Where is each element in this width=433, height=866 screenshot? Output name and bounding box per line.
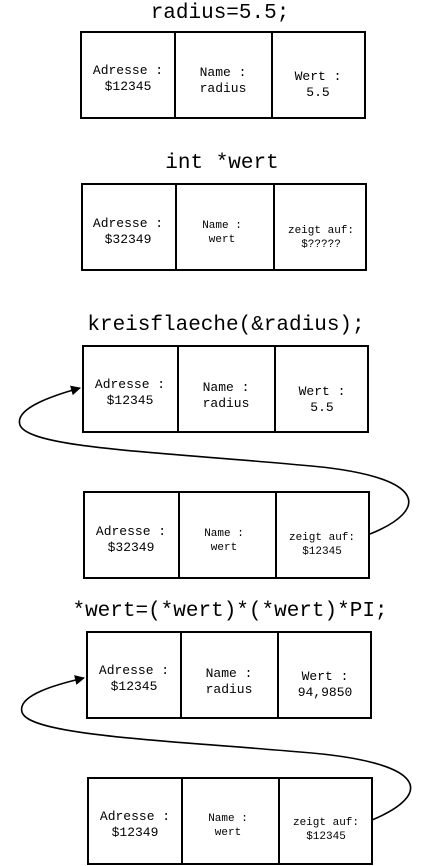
variable-box-pointer: Adresse : $12349 Name : wert zeigt auf: …	[87, 777, 373, 865]
variable-box-pointer-uninitialized: Adresse : $32349 Name : wert zeigt auf: …	[81, 183, 367, 271]
svg-text:radius: radius	[200, 81, 247, 96]
svg-text:Adresse :: Adresse :	[95, 377, 165, 392]
svg-text:Name :: Name :	[206, 666, 253, 681]
adresse-cell: Adresse : $12349	[100, 809, 170, 840]
svg-text:$12345: $12345	[111, 679, 158, 694]
heading-area-calculation: *wert=(*wert)*(*wert)*PI;	[72, 600, 387, 623]
heading-function-call: kreisflaeche(&radius);	[87, 314, 364, 337]
svg-text:$?????: $?????	[301, 239, 341, 251]
adresse-cell: Adresse : $12345	[99, 663, 169, 694]
name-cell: Name : wert	[208, 813, 248, 839]
svg-text:Adresse :: Adresse :	[96, 524, 166, 539]
variable-box-radius: Adresse : $12345 Name : radius Wert : 94…	[86, 631, 372, 719]
name-cell: Name : radius	[200, 65, 247, 96]
adresse-cell: Adresse : $32349	[93, 216, 163, 247]
adresse-cell: Adresse : $12345	[95, 377, 165, 408]
svg-text:$12345: $12345	[306, 831, 346, 843]
pointer-arrow	[21, 675, 412, 821]
svg-text:zeigt auf:: zeigt auf:	[293, 817, 359, 829]
svg-text:5.5: 5.5	[310, 400, 333, 415]
heading-pointer-declaration: int *wert	[165, 152, 278, 175]
name-cell: Name : radius	[206, 666, 253, 697]
svg-text:Adresse :: Adresse :	[93, 216, 163, 231]
svg-text:Wert :: Wert :	[295, 69, 342, 84]
svg-text:Adresse :: Adresse :	[93, 63, 163, 78]
wert-cell: Wert : 5.5	[295, 69, 342, 100]
zeigt-auf-cell: zeigt auf: $12345	[289, 532, 355, 558]
name-cell: Name : radius	[203, 380, 250, 411]
svg-text:Adresse :: Adresse :	[100, 809, 170, 824]
svg-text:$32349: $32349	[108, 540, 155, 555]
svg-text:Name :: Name :	[208, 813, 248, 825]
name-cell: Name : wert	[202, 220, 242, 246]
svg-text:Name :: Name :	[203, 380, 250, 395]
svg-text:wert: wert	[209, 234, 235, 246]
svg-text:Name :: Name :	[204, 528, 244, 540]
adresse-cell: Adresse : $12345	[93, 63, 163, 94]
wert-cell: Wert : 5.5	[299, 384, 346, 415]
svg-text:radius: radius	[206, 682, 253, 697]
svg-text:radius: radius	[203, 396, 250, 411]
zeigt-auf-cell: zeigt auf: $12345	[293, 817, 359, 843]
svg-text:Name :: Name :	[200, 65, 247, 80]
svg-text:5.5: 5.5	[306, 85, 329, 100]
wert-cell: Wert : 94,9850	[298, 669, 353, 700]
svg-text:Wert :: Wert :	[299, 384, 346, 399]
svg-text:wert: wert	[215, 827, 241, 839]
svg-text:wert: wert	[211, 542, 237, 554]
name-cell: Name : wert	[204, 528, 244, 554]
variable-box-pointer: Adresse : $32349 Name : wert zeigt auf: …	[83, 491, 370, 579]
heading-radius-assignment: radius=5.5;	[151, 2, 290, 25]
zeigt-auf-cell: zeigt auf: $?????	[288, 225, 354, 251]
variable-box-radius: Adresse : $12345 Name : radius Wert : 5.…	[80, 31, 366, 119]
svg-text:Adresse :: Adresse :	[99, 663, 169, 678]
adresse-cell: Adresse : $32349	[96, 524, 166, 555]
svg-text:$12345: $12345	[107, 393, 154, 408]
svg-text:zeigt auf:: zeigt auf:	[289, 532, 355, 544]
svg-text:$12345: $12345	[302, 546, 342, 558]
svg-text:94,9850: 94,9850	[298, 685, 353, 700]
svg-text:$32349: $32349	[105, 232, 152, 247]
svg-text:zeigt auf:: zeigt auf:	[288, 225, 354, 237]
svg-text:Name :: Name :	[202, 220, 242, 232]
variable-box-radius: Adresse : $12345 Name : radius Wert : 5.…	[82, 345, 369, 433]
svg-text:$12349: $12349	[112, 825, 159, 840]
svg-text:Wert :: Wert :	[302, 669, 349, 684]
pointer-arrow	[18, 385, 410, 535]
svg-text:$12345: $12345	[105, 79, 152, 94]
